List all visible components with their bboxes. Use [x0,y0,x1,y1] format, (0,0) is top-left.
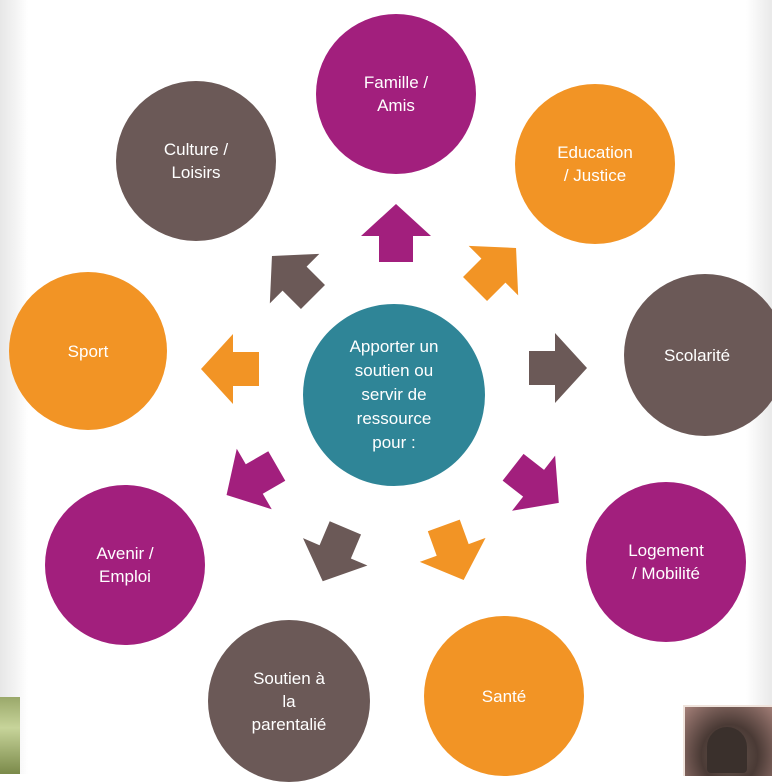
node-education-justice: Education / Justice [515,84,675,244]
node-famille-amis: Famille / Amis [316,14,476,174]
photo-fragment-left [0,697,20,774]
node-logement-mobilite: Logement / Mobilité [586,482,746,642]
arrow-to-scolarite [529,333,587,403]
center-node: Apporter un soutien ou servir de ressour… [303,304,485,486]
node-sport: Sport [9,272,167,430]
photo-fragment-right [683,705,772,776]
arrow-to-parentalite [290,514,378,595]
node-soutien-parentalite: Soutien à la parentalié [208,620,370,782]
arrow-to-education [450,223,541,314]
node-culture-loisirs: Culture / Loisirs [116,81,276,241]
arrow-to-sport [201,334,259,404]
node-avenir-emploi: Avenir / Emploi [45,485,205,645]
arrow-to-sante [410,513,497,592]
arrow-to-avenir [209,435,295,526]
node-sante: Santé [424,616,584,776]
node-scolarite: Scolarité [624,274,772,436]
arrow-to-culture [247,231,338,322]
arrow-to-famille [361,204,431,262]
arrow-to-logement [491,439,581,531]
